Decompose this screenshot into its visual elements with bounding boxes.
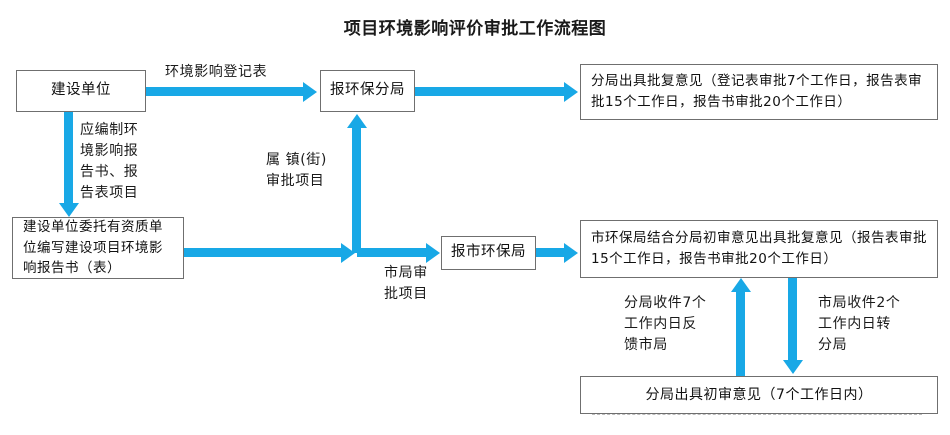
edge-branch-to-reply-opinion [415, 87, 567, 96]
arrowhead-branch-to-reply-opinion [564, 81, 578, 102]
arrowhead-junction-to-branch-bureau [346, 114, 367, 128]
edge-label-branch-feedback-city: 分局收件7个 工作内日反 馈市局 [624, 295, 707, 353]
edge-construction-to-branch [146, 87, 306, 96]
arrowhead-preliminary-to-city-reply [730, 278, 751, 292]
node-branch-reply-opinion-label: 分局出具批复意见（登记表审批7个工作日，报告表审批15个工作日，报告书审批20个… [591, 73, 923, 110]
edge-label-should-prepare-report: 应编制环 境影响报 告书、报 告表项目 [80, 122, 139, 201]
edge-preliminary-to-city-reply [736, 292, 745, 376]
arrowhead-city-reply-to-preliminary [782, 360, 803, 374]
arrowhead-commission-to-junction [341, 242, 355, 263]
node-city-reply-opinion-label: 市环保局结合分局初审意见出具批复意见（报告表审批15个工作日，报告书审批20个工… [591, 230, 927, 267]
edge-construction-to-commission [64, 112, 73, 205]
arrowhead-city-bureau-to-city-reply [564, 242, 578, 263]
node-commission-qualified-unit[interactable]: 建设单位委托有资质单位编写建设项目环境影响报告书（表） [12, 217, 184, 279]
page-title: 项目环境影响评价审批工作流程图 [343, 19, 607, 39]
edge-label-town-street-approval: 属 镇(街) 审批项目 [266, 152, 327, 189]
node-commission-qualified-unit-label: 建设单位委托有资质单位编写建设项目环境影响报告书（表） [23, 218, 163, 277]
node-branch-preliminary-opinion[interactable]: 分局出具初审意见（7个工作日内） [580, 376, 938, 414]
node-report-branch-bureau-label: 报环保分局 [330, 82, 405, 99]
edge-commission-to-junction [184, 248, 344, 257]
edge-city-reply-to-preliminary [788, 278, 797, 362]
edge-label-city-bureau-approval: 市局审 批项目 [384, 265, 428, 302]
node-construction-unit-label: 建设单位 [51, 82, 111, 99]
node-report-city-bureau[interactable]: 报市环保局 [441, 236, 536, 270]
node-report-city-bureau-label: 报市环保局 [451, 244, 526, 261]
node-branch-preliminary-opinion-label: 分局出具初审意见（7个工作日内） [645, 386, 873, 403]
node-branch-reply-opinion[interactable]: 分局出具批复意见（登记表审批7个工作日，报告表审批15个工作日，报告书审批20个… [580, 64, 938, 120]
arrowhead-construction-to-commission [58, 203, 79, 217]
node-construction-unit[interactable]: 建设单位 [16, 70, 146, 112]
edge-label-registration-form: 环境影响登记表 [165, 64, 268, 80]
arrowhead-junction-to-city-bureau [426, 242, 440, 263]
edge-city-bureau-to-city-reply [536, 248, 568, 257]
edge-junction-to-city-bureau [357, 248, 429, 257]
arrowhead-construction-to-branch [303, 81, 317, 102]
edge-label-city-transfer-branch: 市局收件2个 工作内日转 分局 [818, 295, 901, 353]
edge-junction-to-branch-bureau [352, 128, 361, 253]
node-report-branch-bureau[interactable]: 报环保分局 [320, 70, 415, 112]
decorative-dashed-line [592, 414, 922, 415]
node-city-reply-opinion[interactable]: 市环保局结合分局初审意见出具批复意见（报告表审批15个工作日，报告书审批20个工… [580, 220, 938, 278]
